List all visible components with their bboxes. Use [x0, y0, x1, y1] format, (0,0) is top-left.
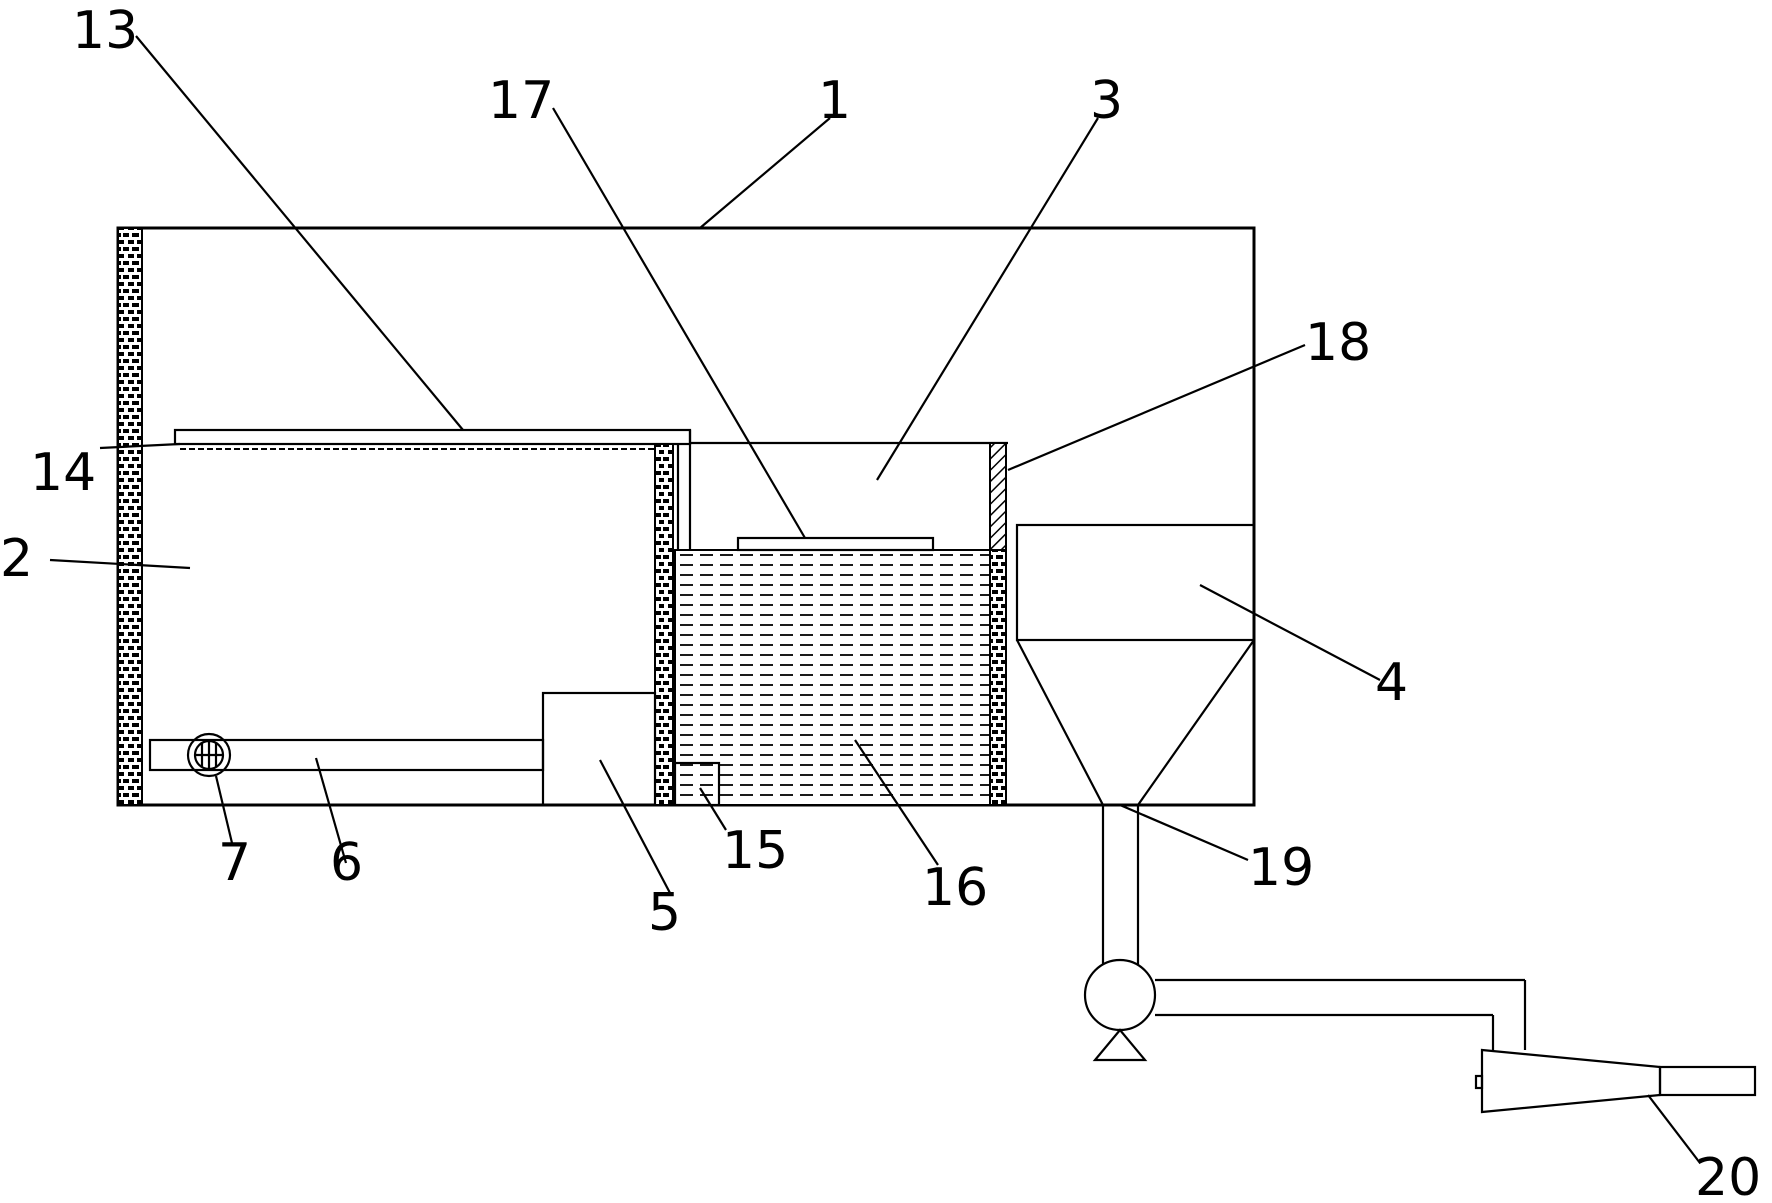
leader-lines — [49, 35, 1701, 1164]
label-16: 16 — [922, 858, 988, 918]
hatched-wall — [989, 442, 1007, 551]
label-3: 3 — [1090, 71, 1123, 131]
label-5: 5 — [648, 883, 681, 943]
label-20: 20 — [1695, 1148, 1761, 1203]
label-4: 4 — [1375, 653, 1408, 713]
conveyor — [148, 738, 545, 772]
partition-wall — [654, 443, 674, 806]
label-14: 14 — [30, 443, 96, 503]
water-tank — [673, 441, 1008, 807]
label-13: 13 — [72, 1, 138, 61]
label-2: 2 — [0, 529, 33, 589]
box-5 — [541, 691, 657, 807]
left-insulation-wall — [117, 227, 143, 806]
label-1: 1 — [818, 71, 851, 131]
float-plate — [736, 536, 935, 552]
label-7: 7 — [218, 833, 251, 893]
water-body — [674, 549, 991, 806]
label-6: 6 — [330, 833, 363, 893]
fan — [1083, 958, 1527, 1062]
roller — [186, 732, 232, 778]
pump-15 — [673, 761, 721, 807]
outlet-pipe — [1101, 805, 1140, 965]
nozzle — [1474, 1048, 1757, 1114]
roof-plate — [173, 428, 692, 446]
tank-right-wall — [989, 549, 1007, 806]
label-17: 17 — [488, 71, 554, 131]
label-18: 18 — [1305, 313, 1371, 373]
drying-chamber — [148, 428, 692, 807]
label-15: 15 — [722, 821, 788, 881]
dust-collector — [1015, 523, 1256, 807]
label-19: 19 — [1248, 838, 1314, 898]
